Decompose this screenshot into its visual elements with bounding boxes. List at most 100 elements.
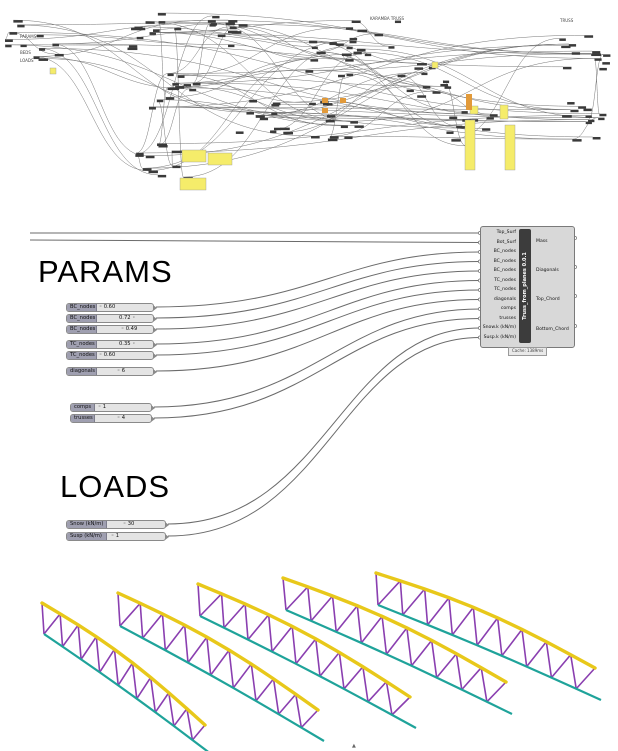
input-bot-surf[interactable]: Bot_Surf — [496, 239, 516, 245]
overview-wire — [209, 23, 312, 47]
overview-node — [280, 127, 290, 131]
overview-node — [158, 21, 166, 24]
overview-wire — [350, 58, 595, 122]
overview-node — [9, 32, 18, 35]
input-snow[interactable]: Snow.k (kN/m) — [482, 325, 516, 330]
overview-wire — [210, 22, 445, 87]
truss-diagonal — [310, 595, 334, 622]
slider-diagonals[interactable]: diagonals ◦ 6 — [66, 367, 157, 376]
overview-node — [228, 20, 238, 23]
overview-wire — [17, 22, 226, 26]
overview-node — [145, 155, 155, 159]
overview-node — [175, 86, 185, 89]
overview-node — [229, 26, 237, 30]
slider-value: 0.35 ◦ — [119, 341, 136, 347]
truss-diagonal — [247, 614, 270, 641]
overview-node — [157, 174, 167, 178]
slider-bc-nodes-2[interactable]: BC_nodes 0.72 ◦ — [66, 314, 157, 323]
overview-wire — [329, 136, 573, 140]
truss-diagonal — [80, 636, 97, 660]
truss-diagonal — [430, 640, 438, 678]
slider-susp[interactable]: Susp (kN/m) ◦ 1 — [66, 532, 169, 541]
overview-wire — [305, 70, 571, 110]
input-diagonals[interactable]: diagonals — [493, 296, 516, 302]
overview-label-truss: TRUSS — [560, 18, 574, 23]
overview-node — [270, 130, 277, 134]
wire — [155, 261, 481, 319]
params-heading: PARAMS — [38, 254, 173, 289]
output-top-chord[interactable]: Top_Chord — [536, 297, 560, 302]
truss-from-planes-component[interactable]: Truss_from_planes 0.0.1 Top_Surf Bot_Sur… — [480, 226, 575, 348]
overview-nodes — [5, 13, 611, 191]
slider-tc-nodes-1[interactable]: TC_nodes 0.35 ◦ — [66, 340, 157, 349]
overview-node — [148, 170, 158, 174]
overview-wire — [153, 23, 210, 30]
overview-node — [449, 116, 458, 120]
slider-name: trusses — [71, 415, 95, 422]
overview-node — [572, 139, 582, 142]
input-bc-nodes-3[interactable]: BC_nodes — [493, 268, 516, 273]
overview-node — [192, 82, 201, 86]
grasshopper-overview-canvas[interactable] — [0, 0, 618, 200]
overview-node — [167, 73, 174, 77]
truss-diagonal — [436, 653, 458, 679]
overview-panel — [181, 149, 207, 163]
truss-top-chord — [40, 601, 207, 727]
overview-node — [584, 35, 594, 38]
wire — [153, 318, 481, 419]
overview-node — [189, 88, 197, 92]
component-title-bar[interactable]: Truss_from_planes 0.0.1 — [519, 229, 531, 343]
input-tc-nodes-2[interactable]: TC_nodes — [494, 287, 516, 292]
truss-diagonal — [472, 607, 478, 646]
overview-node — [354, 125, 364, 128]
overview-node — [134, 26, 143, 30]
truss-diagonal — [255, 678, 275, 702]
input-comps[interactable]: comps — [500, 306, 516, 311]
overview-node — [444, 86, 452, 89]
truss-diagonal — [119, 602, 141, 627]
slider-snow[interactable]: Snow (kN/m) ◦ 30 — [66, 520, 169, 529]
component-title: Truss_from_planes 0.0.1 — [522, 252, 528, 320]
overview-node — [157, 13, 166, 16]
slider-tc-nodes-2[interactable]: TC_nodes ◦ 0.60 — [66, 351, 157, 360]
component-cache-tag: Cache: 1389ms — [508, 347, 548, 356]
overview-wire — [207, 20, 595, 59]
input-top-surf[interactable]: Top_Surf — [496, 230, 516, 235]
truss-diagonal — [43, 613, 61, 635]
overview-node — [327, 138, 338, 142]
overview-node — [13, 20, 23, 23]
slider-bc-nodes-1[interactable]: BC_nodes ◦ 0.60 — [66, 303, 157, 312]
truss-diagonal — [402, 588, 426, 616]
wire-bot-surf — [29, 239, 481, 243]
truss-diagonal — [117, 592, 121, 627]
input-tc-nodes-1[interactable]: TC_nodes — [494, 277, 516, 283]
overview-wire — [148, 35, 585, 108]
overview-node — [374, 33, 384, 37]
overview-node — [156, 99, 164, 103]
connection-wires — [29, 231, 577, 537]
overview-wire — [167, 87, 593, 138]
output-mass[interactable]: Mass — [536, 239, 548, 244]
output-diagonals[interactable]: Diagonals — [536, 268, 559, 273]
overview-node — [357, 48, 366, 52]
input-susp[interactable]: Susp.k (kN/m) — [483, 334, 516, 340]
truss-diagonal — [220, 593, 225, 628]
slider-comps[interactable]: comps ◦ 1 — [70, 403, 155, 412]
input-bc-nodes-1[interactable]: BC_nodes — [493, 249, 516, 254]
truss-diagonal — [480, 667, 488, 702]
slider-trusses[interactable]: trusses ◦ 4 — [70, 414, 155, 423]
slider-bc-nodes-3[interactable]: BC_nodes ◦ 0.49 — [66, 325, 157, 334]
overview-node — [316, 51, 326, 55]
truss-3d-viewport[interactable] — [0, 560, 618, 751]
overview-node — [255, 115, 265, 118]
overview-wire — [157, 12, 592, 54]
slider-name: BC_nodes — [67, 326, 97, 333]
overview-node — [451, 139, 461, 142]
overview-wire — [167, 26, 230, 74]
overview-node — [346, 73, 354, 77]
overview-wire — [149, 32, 579, 107]
output-bottom-chord[interactable]: Bottom_Chord — [536, 327, 569, 332]
input-trusses[interactable]: trusses — [499, 315, 516, 321]
truss-diagonal — [377, 580, 401, 606]
input-bc-nodes-2[interactable]: BC_nodes — [493, 258, 516, 264]
